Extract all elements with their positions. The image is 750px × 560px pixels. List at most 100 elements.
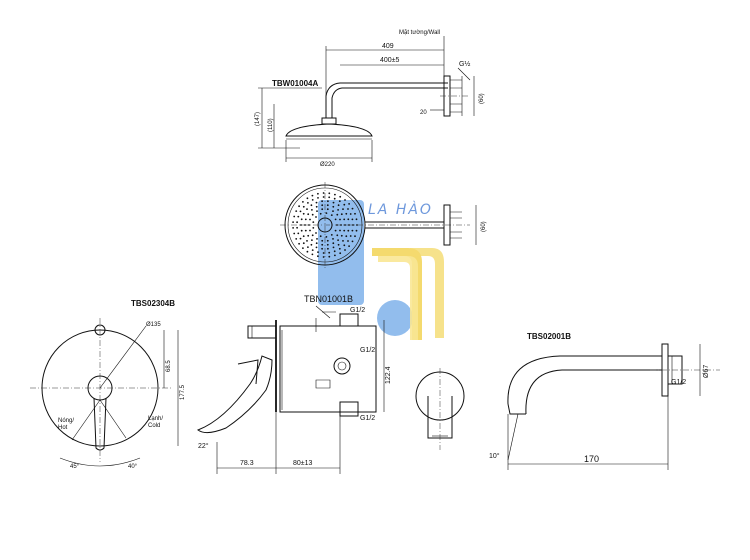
nozzle-dot xyxy=(311,234,314,237)
nozzle-dot xyxy=(347,240,349,242)
dim-lever-angle: 22° xyxy=(198,442,209,450)
nozzle-dot xyxy=(317,197,319,199)
hot-label: Nóng/Hot xyxy=(58,418,74,431)
nozzle-dot xyxy=(304,218,307,221)
nozzle-dot xyxy=(332,210,334,213)
valve-model-label: TBN01001B xyxy=(304,294,353,304)
nozzle-dot xyxy=(354,212,356,215)
dim-angle-right: 40° xyxy=(128,464,138,470)
mixer-model-label: TBS02304B xyxy=(131,299,175,308)
nozzle-dot xyxy=(297,215,300,218)
nozzle-dot xyxy=(330,214,333,217)
dim-shower-diameter: Ø220 xyxy=(320,162,335,168)
nozzle-dot xyxy=(332,201,335,204)
cold-label: Lạnh/Cold xyxy=(148,416,163,429)
nozzle-dot xyxy=(302,247,304,250)
nozzle-dot xyxy=(332,205,335,208)
nozzle-dot xyxy=(317,251,319,254)
nozzle-dot xyxy=(292,227,294,229)
nozzle-dot xyxy=(293,215,296,218)
nozzle-dot xyxy=(342,240,344,242)
nozzle-dot xyxy=(322,192,325,194)
nozzle-dot xyxy=(345,212,348,215)
nozzle-dot xyxy=(325,212,328,215)
nozzle-dot xyxy=(326,239,329,242)
nozzle-dot xyxy=(321,247,323,250)
nozzle-dot xyxy=(351,207,354,210)
nozzle-dot xyxy=(339,195,342,198)
nozzle-dot xyxy=(311,213,314,216)
nozzle-dot xyxy=(344,249,346,251)
dim-plan-flange: (60) xyxy=(481,221,487,232)
nozzle-dot xyxy=(321,208,324,211)
nozzle-dot xyxy=(347,208,349,210)
shower-head-model-label: TBW01004A xyxy=(272,79,318,88)
nozzle-dot xyxy=(300,224,302,226)
nozzle-dot xyxy=(309,218,311,221)
nozzle-dot xyxy=(311,199,314,201)
nozzle-dot xyxy=(315,246,318,249)
nozzle-dot xyxy=(349,235,352,237)
nozzle-dot xyxy=(311,253,314,256)
nozzle-dot xyxy=(298,205,300,208)
nozzle-dot xyxy=(337,209,339,211)
dim-valve-height: 122.4 xyxy=(385,366,392,384)
nozzle-dot xyxy=(319,212,322,215)
nozzle-dot xyxy=(310,204,313,207)
dim-flange-height: (60) xyxy=(479,93,485,104)
nozzle-dot xyxy=(307,234,310,237)
nozzle-dot xyxy=(311,194,314,197)
nozzle-dot xyxy=(302,205,305,208)
nozzle-dot xyxy=(317,255,319,258)
nozzle-dot xyxy=(334,193,336,196)
nozzle-dot xyxy=(336,234,339,237)
nozzle-dot xyxy=(322,256,325,258)
nozzle-dot xyxy=(340,213,343,216)
nozzle-dot xyxy=(326,208,329,211)
nozzle-dot xyxy=(321,239,324,242)
nozzle-dot xyxy=(315,205,318,208)
dim-depth-body: 80±13 xyxy=(293,460,313,467)
nozzle-dot xyxy=(336,213,339,216)
wall-label: Mặt tường/Wall xyxy=(399,30,440,36)
nozzle-dot xyxy=(332,238,334,240)
nozzle-dot xyxy=(332,246,335,249)
spout-length: 170 xyxy=(584,454,599,464)
spout-front-view xyxy=(415,368,465,450)
nozzle-dot xyxy=(306,197,309,200)
valve-g-mid: G1/2 xyxy=(360,347,375,354)
nozzle-dot xyxy=(334,254,336,257)
nozzle-dot xyxy=(343,244,346,247)
nozzle-dot xyxy=(328,255,331,258)
dim-plate-height: 177.5 xyxy=(180,384,186,400)
nozzle-dot xyxy=(352,224,354,226)
nozzle-dot xyxy=(293,232,296,235)
nozzle-dot xyxy=(332,242,335,245)
dim-shower-thread: G½ xyxy=(459,60,470,68)
nozzle-dot xyxy=(306,208,308,211)
nozzle-dot xyxy=(347,218,350,221)
nozzle-dot xyxy=(295,210,298,213)
nozzle-dot xyxy=(315,232,317,234)
nozzle-dot xyxy=(312,227,315,229)
nozzle-dot xyxy=(298,242,300,245)
nozzle-dot xyxy=(299,210,302,213)
nozzle-dot xyxy=(327,200,329,203)
nozzle-dot xyxy=(307,213,310,216)
nozzle-dot xyxy=(311,249,314,252)
nozzle-dot xyxy=(342,208,344,211)
nozzle-dot xyxy=(354,235,356,238)
nozzle-dot xyxy=(306,250,309,253)
nozzle-dot xyxy=(337,243,340,246)
nozzle-dot xyxy=(327,247,329,250)
dim-center-to-lever: 68.5 xyxy=(166,360,172,372)
nozzle-dot xyxy=(322,252,325,254)
nozzle-dot xyxy=(307,246,309,249)
shower-head-side-view: TBW01004A Mặt tường/Wall 409 400±5 G½ 20… xyxy=(255,30,485,168)
nozzle-dot xyxy=(325,236,328,238)
nozzle-dot xyxy=(319,235,322,238)
nozzle-dot xyxy=(334,229,337,232)
spout-model-label: TBS02001B xyxy=(527,332,571,341)
nozzle-dot xyxy=(297,232,300,235)
